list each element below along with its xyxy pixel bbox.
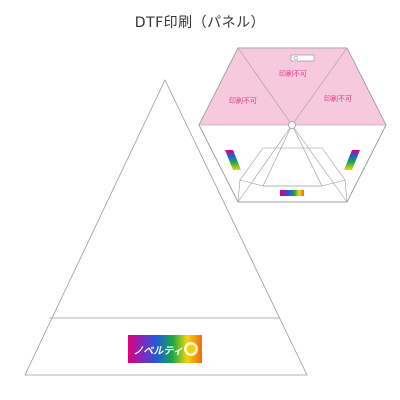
no-print-label-left: 印刷不可 xyxy=(229,97,257,105)
novelty-logo-large: ノベルティ xyxy=(128,335,202,363)
diagram-title: DTF印刷（パネル） xyxy=(134,15,266,31)
center-hub xyxy=(288,121,296,129)
no-print-label-top: 印刷不可 xyxy=(279,70,307,78)
strap-icon xyxy=(290,54,315,62)
logo-mark-right xyxy=(344,150,360,170)
logo-mark-bottom xyxy=(280,190,304,196)
triangle-panel xyxy=(24,79,308,376)
logo-badge-inner xyxy=(186,344,196,354)
logo-text: ノベルティ xyxy=(133,346,182,357)
no-print-sector-right xyxy=(292,48,386,125)
no-print-label-right: 印刷不可 xyxy=(324,95,352,103)
logo-mark-left xyxy=(225,150,241,170)
hexagon-panel-view: 印刷不可 印刷不可 印刷不可 xyxy=(198,47,387,203)
no-print-sector-top xyxy=(238,48,347,125)
no-print-sector-left xyxy=(199,48,292,125)
